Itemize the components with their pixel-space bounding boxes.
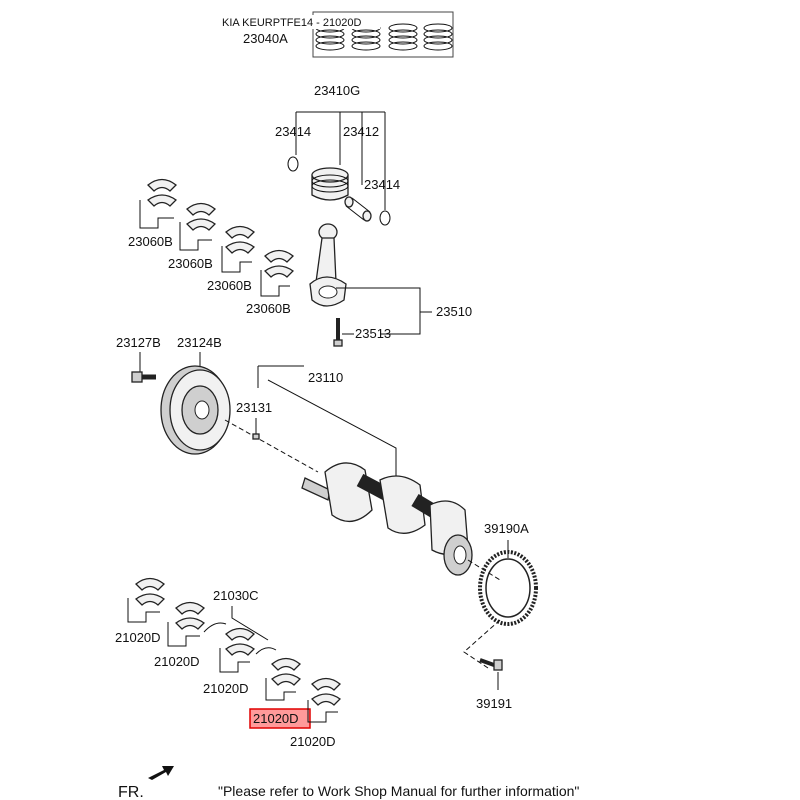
label-piston-assy: 23410G bbox=[314, 83, 360, 98]
bearing-shell-icon bbox=[174, 601, 206, 630]
connecting-rod-icon bbox=[309, 223, 347, 307]
damper-pulley-group[interactable]: 23124B bbox=[160, 335, 231, 455]
label-conrod-bearing-1: 23060B bbox=[128, 234, 173, 249]
main-bearing-4[interactable]: 21020D bbox=[249, 657, 311, 729]
bearing-shell-icon bbox=[224, 627, 256, 656]
label-conrod-assy: 23510 bbox=[436, 304, 472, 319]
bearing-shell-icon bbox=[263, 249, 295, 278]
label-main-bearing-3: 21020D bbox=[203, 681, 249, 696]
label-conrod-bearing-4: 23060B bbox=[246, 301, 291, 316]
thrust-washer-icon bbox=[203, 622, 227, 633]
conrod-group[interactable]: 23510 23513 bbox=[309, 223, 472, 347]
key-icon bbox=[252, 433, 260, 440]
kit-title: KIA KEURPTFE14 - 21020D bbox=[222, 17, 361, 29]
highlight-box bbox=[249, 708, 311, 729]
label-conrod-bolt: 23513 bbox=[355, 326, 391, 341]
thrust-washer-icon bbox=[255, 647, 277, 655]
bolt-icon bbox=[131, 371, 156, 383]
bearing-shell-icon bbox=[224, 225, 256, 254]
pulley-icon bbox=[160, 365, 231, 455]
label-conrod-bearing-2: 23060B bbox=[168, 256, 213, 271]
label-flywheel-bolt: 39191 bbox=[476, 696, 512, 711]
flex-plate-icon bbox=[478, 550, 538, 626]
main-bearing-1[interactable]: 21020D bbox=[115, 577, 166, 646]
arrow-icon bbox=[148, 766, 174, 780]
conrod-bearing-2[interactable]: 23060B bbox=[168, 202, 217, 272]
conrod-bearing-3[interactable]: 23060B bbox=[207, 225, 256, 294]
bearing-shell-icon bbox=[185, 202, 217, 231]
main-bearing-5[interactable]: 21020D bbox=[290, 677, 342, 750]
label-snap-ring-right: 23414 bbox=[364, 177, 400, 192]
bolt-icon bbox=[479, 658, 503, 671]
footer-note: "Please refer to Work Shop Manual for fu… bbox=[218, 783, 579, 799]
snap-ring-icon bbox=[287, 156, 299, 172]
bearing-shell-icon bbox=[134, 577, 166, 606]
ring-set-group[interactable]: KIA KEURPTFE14 - 21020D 23040A bbox=[220, 11, 454, 58]
label-main-bearing-5: 21020D bbox=[290, 734, 336, 749]
label-main-bearing-4: 21020D bbox=[253, 711, 299, 726]
label-damper-pulley: 23124B bbox=[177, 335, 222, 350]
conrod-bolt-icon bbox=[333, 318, 343, 347]
damper-bolt-group[interactable]: 23127B bbox=[116, 335, 161, 383]
label-crankshaft: 23110 bbox=[308, 370, 343, 385]
bearing-shell-icon bbox=[270, 657, 302, 686]
crankshaft-group[interactable]: 23110 23131 bbox=[236, 365, 501, 581]
label-damper-bolt: 23127B bbox=[116, 335, 161, 350]
bearing-shell-icon bbox=[146, 178, 178, 207]
label-crank-key: 23131 bbox=[236, 400, 272, 415]
conrod-bearing-4[interactable]: 23060B bbox=[246, 249, 295, 317]
main-bearing-3[interactable]: 21020D bbox=[203, 627, 256, 697]
main-bearing-2[interactable]: 21020D bbox=[154, 601, 206, 670]
snap-ring-icon bbox=[379, 210, 391, 226]
thrust-washer-group[interactable]: 21030C bbox=[203, 588, 277, 655]
piston-icon bbox=[311, 167, 349, 201]
label-snap-ring-left: 23414 bbox=[275, 124, 311, 139]
label-flywheel: 39190A bbox=[484, 521, 529, 536]
label-main-bearing-2: 21020D bbox=[154, 654, 200, 669]
flywheel-bolt-group[interactable]: 39191 bbox=[476, 658, 512, 711]
label-conrod-bearing-3: 23060B bbox=[207, 278, 252, 293]
label-thrust-washer: 21030C bbox=[213, 588, 259, 603]
front-direction-indicator: FR. bbox=[118, 766, 174, 800]
label-piston-pin: 23412 bbox=[343, 124, 379, 139]
label-main-bearing-1: 21020D bbox=[115, 630, 161, 645]
crankshaft-icon bbox=[301, 462, 473, 576]
flywheel-group[interactable]: 39190A bbox=[463, 521, 538, 669]
label-ring-set: 23040A bbox=[243, 31, 288, 46]
piston-pin-icon bbox=[344, 196, 372, 222]
piston-assembly-group[interactable]: 23410G 23414 23412 23414 bbox=[275, 83, 400, 226]
front-label: FR. bbox=[118, 784, 144, 800]
conrod-bearing-1[interactable]: 23060B bbox=[128, 178, 178, 250]
bearing-shell-icon bbox=[310, 677, 342, 706]
